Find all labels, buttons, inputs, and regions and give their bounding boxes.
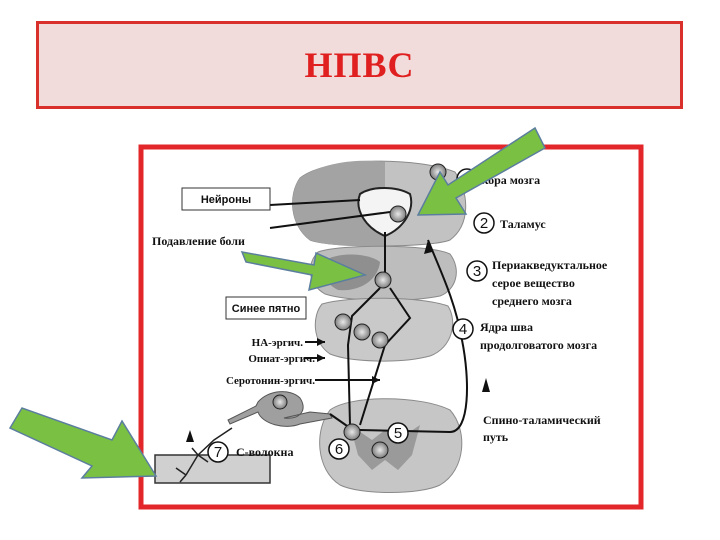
label-pain-suppression: Подавление боли [152, 234, 245, 248]
label-pag-1: Периакведуктальное [492, 258, 608, 272]
neuron-icon [353, 323, 371, 341]
neuron-icon [389, 205, 407, 223]
svg-text:5: 5 [394, 425, 402, 442]
label-pag-2: серое вещество [492, 276, 575, 290]
label-spinothalamic-2: путь [483, 430, 509, 444]
number-marker-4: 4 [452, 318, 474, 340]
label-neurons: Нейроны [201, 194, 251, 206]
locus-coeruleus-box [225, 296, 307, 320]
label-raphe-1: Ядра шва [480, 320, 533, 334]
nerve-ending-icon [175, 427, 233, 483]
label-na-ergic: НА-эргич. [252, 337, 304, 349]
neuron-icon [371, 441, 389, 459]
neurons-box [181, 187, 271, 211]
number-marker-6: 6 [328, 438, 350, 460]
number-marker-5: 5 [387, 422, 409, 444]
number-marker-3: 3 [466, 260, 488, 282]
green-arrow-icon [240, 251, 368, 292]
label-pag-3: среднего мозга [492, 294, 572, 308]
green-arrow-icon [8, 407, 158, 479]
svg-text:7: 7 [214, 444, 222, 461]
pathway-lines [269, 199, 468, 434]
svg-text:2: 2 [480, 215, 488, 232]
cortex-left-half [292, 160, 385, 247]
neuron-icon [371, 331, 389, 349]
number-marker-2: 2 [473, 212, 495, 234]
neuron-icon [334, 313, 352, 331]
neuron-icon [272, 394, 288, 410]
number-marker-7: 7 [207, 441, 229, 463]
svg-text:6: 6 [335, 441, 343, 458]
page-title: НПВС [304, 45, 415, 85]
label-opiate-ergic: Опиат-эргич. [248, 353, 315, 365]
title-banner: НПВС [36, 21, 683, 109]
label-raphe-2: продолговатого мозга [480, 338, 597, 352]
medulla-shape [314, 297, 454, 362]
label-c-fibers: С-волокна [236, 445, 293, 459]
label-serotonin-ergic: Серотонин-эргич. [226, 375, 315, 387]
label-thalamus: Таламус [500, 217, 546, 231]
neuron-icon [374, 271, 392, 289]
label-pointer-lines [305, 341, 380, 381]
label-spinothalamic-1: Спино-таламический [483, 413, 601, 427]
svg-text:3: 3 [473, 263, 481, 280]
label-locus-coeruleus: Синее пятно [232, 303, 301, 315]
neuron-icon [343, 423, 361, 441]
structure-numbers: 1 2 3 4 5 6 7 [207, 168, 495, 463]
svg-text:4: 4 [459, 321, 467, 338]
green-arrow-icon [416, 126, 546, 216]
